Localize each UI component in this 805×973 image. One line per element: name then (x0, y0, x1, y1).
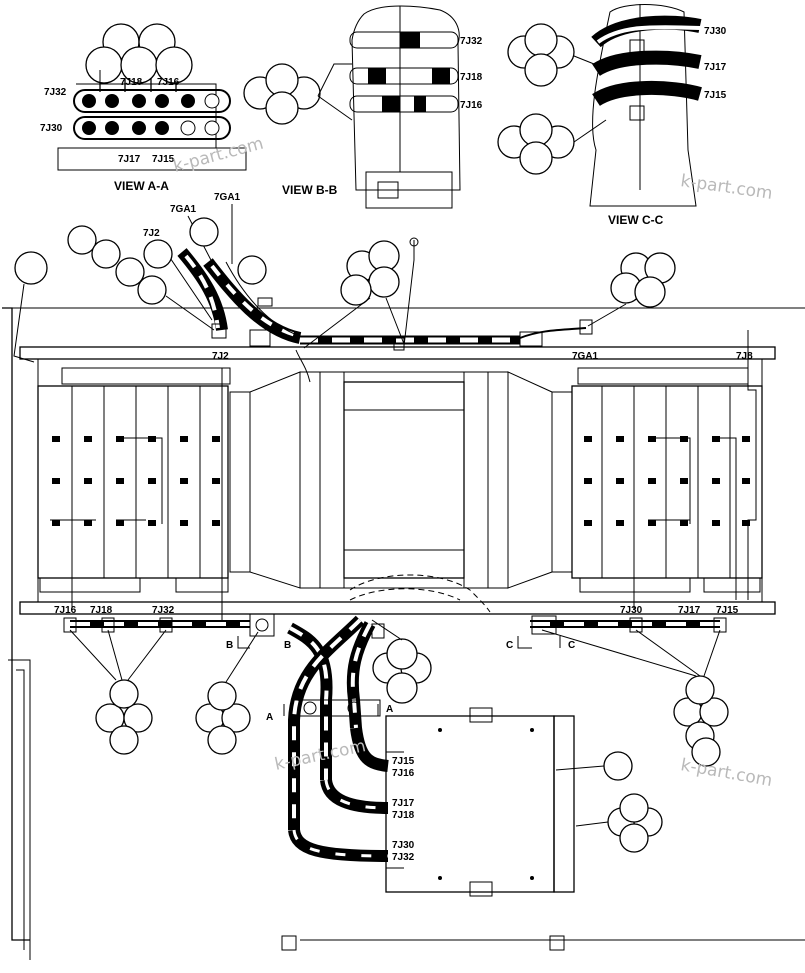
label-7j16-view-a: 7J16 (157, 77, 180, 88)
bottom-cable-harness (63, 574, 727, 862)
label-7j15-rail: 7J15 (716, 605, 739, 616)
terminal-box (281, 707, 575, 951)
mounting-rails (19, 346, 776, 615)
section-mark-a-left: A (266, 712, 273, 723)
view-a-a-detail: 7J32 7J30 7J18 7J16 7J17 7J15 VIEW A-A (40, 23, 247, 193)
label-7j16-box: 7J16 (392, 768, 415, 779)
label-7ga1-top-right: 7GA1 (214, 192, 241, 203)
label-7j18-view-a: 7J18 (120, 77, 143, 88)
label-7j32-rail: 7J32 (152, 605, 175, 616)
label-7j16-rail: 7J16 (54, 605, 77, 616)
callout-bubble-harness-ga1 (189, 217, 267, 285)
callout-cluster-view-c-upper (507, 23, 575, 87)
view-c-c-detail: 7J30 7J17 7J15 VIEW C-C (497, 4, 727, 227)
callout-cluster-view-a (85, 23, 193, 84)
view-b-b-title: VIEW B-B (282, 183, 338, 197)
label-7j30-box: 7J30 (392, 840, 415, 851)
watermark-top-right: k-part.com (679, 171, 773, 204)
callout-bubble-frame-left (13, 251, 48, 363)
label-7j2-top: 7J2 (143, 228, 160, 239)
view-c-c-title: VIEW C-C (608, 213, 664, 227)
callout-cluster-top-right (587, 252, 676, 327)
callout-cluster-bottom-left (69, 629, 167, 755)
left-heatsink-assembly (37, 367, 251, 620)
label-7j16-view-b: 7J16 (460, 100, 483, 111)
callout-cluster-box-right (575, 793, 663, 853)
callout-cluster-top-center (303, 240, 405, 349)
callout-cluster-top-left (67, 225, 215, 331)
label-7j17-rail: 7J17 (678, 605, 701, 616)
connector-row-upper (73, 89, 231, 113)
top-cable-harness (177, 237, 593, 383)
harness-bands-view-c (591, 15, 702, 121)
outer-frame (2, 307, 805, 960)
label-7j30-view-c: 7J30 (704, 26, 727, 37)
watermark-bottom-right: k-part.com (679, 755, 774, 791)
harness-bands-view-b (349, 31, 459, 113)
label-7ga1-rail: 7GA1 (572, 351, 599, 362)
label-7j32-view-b: 7J32 (460, 36, 483, 47)
label-7j2-rail: 7J2 (212, 351, 229, 362)
label-7j15-box: 7J15 (392, 756, 415, 767)
label-7j8-rail: 7J8 (736, 351, 753, 362)
callout-bubble-box-side (555, 751, 633, 781)
section-mark-c-right: C (568, 640, 575, 651)
center-drum (249, 371, 553, 589)
label-7j32-view-a: 7J32 (44, 87, 67, 98)
section-mark-c-left: C (506, 640, 513, 651)
callout-cluster-bottom-right (541, 629, 729, 767)
label-7j18-box: 7J18 (392, 810, 415, 821)
label-7ga1-top-left: 7GA1 (170, 204, 197, 215)
callout-cluster-view-b (243, 63, 321, 125)
label-7j17-box: 7J17 (392, 798, 415, 809)
connector-row-lower (73, 116, 231, 140)
section-mark-a-right: A (386, 704, 393, 715)
label-7j15-view-c: 7J15 (704, 90, 727, 101)
section-mark-b-right: B (284, 640, 291, 651)
label-7j17-view-a: 7J17 (118, 154, 141, 165)
callout-cluster-bottom-b (195, 631, 259, 755)
label-7j30-view-a: 7J30 (40, 123, 63, 134)
view-b-b-detail: 7J32 7J18 7J16 VIEW B-B (243, 5, 483, 209)
callout-cluster-view-c-lower (497, 113, 575, 175)
label-7j18-rail: 7J18 (90, 605, 113, 616)
label-7j15-view-a: 7J15 (152, 154, 175, 165)
view-a-a-title: VIEW A-A (114, 179, 169, 193)
label-7j17-view-c: 7J17 (704, 62, 727, 73)
section-mark-b-left: B (226, 640, 233, 651)
right-heatsink-assembly (551, 330, 763, 610)
label-7j18-view-b: 7J18 (460, 72, 483, 83)
label-7j32-box: 7J32 (392, 852, 415, 863)
label-7j30-rail: 7J30 (620, 605, 643, 616)
callout-cluster-bottom-center (371, 619, 432, 704)
